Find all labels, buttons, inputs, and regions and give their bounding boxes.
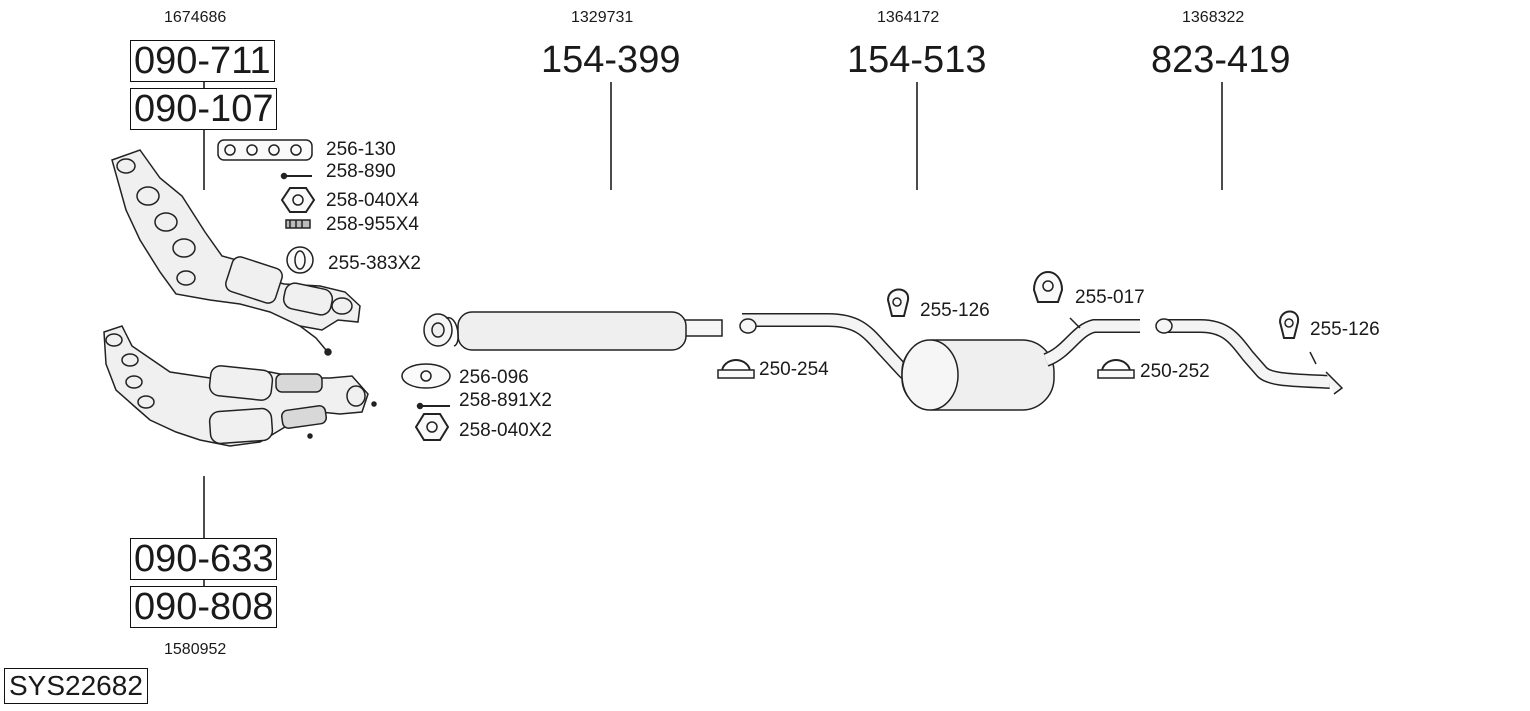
lower-manifold-twin-catalyst: [103, 325, 377, 447]
centre-silencer-154-513: [739, 313, 1140, 411]
ref-1674686: 1674686: [164, 9, 227, 26]
ref-1329731: 1329731: [571, 9, 634, 26]
ref-1580952: 1580952: [164, 641, 227, 658]
gasket-256-096-icon: [401, 363, 451, 389]
bolt-258-891x2-icon: [416, 402, 450, 410]
upper-manifold-catalyst: [111, 149, 361, 356]
part-090-633[interactable]: 090-633: [130, 538, 278, 580]
part-823-419[interactable]: 823-419: [1151, 39, 1291, 81]
ref-1368322: 1368322: [1182, 9, 1245, 26]
part-090-808[interactable]: 090-808: [130, 586, 278, 628]
mount-255-126-a-icon: [886, 288, 910, 317]
ref-1364172: 1364172: [877, 9, 940, 26]
label-255-017[interactable]: 255-017: [1075, 287, 1145, 308]
label-255-126-b[interactable]: 255-126: [1310, 319, 1380, 340]
mount-255-126-b-icon: [1278, 310, 1300, 339]
label-250-252[interactable]: 250-252: [1140, 361, 1210, 382]
part-090-711[interactable]: 090-711: [130, 40, 275, 82]
label-255-383x2[interactable]: 255-383X2: [328, 253, 421, 274]
nut-258-040x2-icon: [414, 413, 450, 441]
label-255-126-a[interactable]: 255-126: [920, 300, 990, 321]
label-256-096[interactable]: 256-096: [459, 367, 529, 388]
label-250-254[interactable]: 250-254: [759, 359, 829, 380]
mount-255-017-icon: [1032, 271, 1064, 303]
label-258-890[interactable]: 258-890: [326, 161, 396, 182]
ring-255-383x2-icon: [286, 246, 314, 274]
label-256-130[interactable]: 256-130: [326, 139, 396, 160]
front-silencer-154-399: [423, 311, 723, 351]
spring-258-955x4-icon: [285, 219, 311, 229]
tail-pipe-823-419: [1155, 318, 1344, 395]
part-154-513[interactable]: 154-513: [847, 39, 987, 81]
label-258-040x4[interactable]: 258-040X4: [326, 190, 419, 211]
label-258-955x4[interactable]: 258-955X4: [326, 214, 419, 235]
label-258-891x2[interactable]: 258-891X2: [459, 390, 552, 411]
gasket-256-130-icon: [217, 139, 313, 161]
clamp-250-252-icon: [1097, 359, 1135, 379]
part-090-107[interactable]: 090-107: [130, 88, 278, 130]
part-154-399[interactable]: 154-399: [541, 39, 681, 81]
bolt-258-890-icon: [280, 172, 312, 180]
system-id: SYS22682: [4, 668, 148, 704]
label-258-040x2[interactable]: 258-040X2: [459, 420, 552, 441]
leader-lines: [203, 82, 1223, 586]
clamp-250-254-icon: [717, 359, 755, 379]
nut-258-040x4-icon: [280, 187, 316, 213]
